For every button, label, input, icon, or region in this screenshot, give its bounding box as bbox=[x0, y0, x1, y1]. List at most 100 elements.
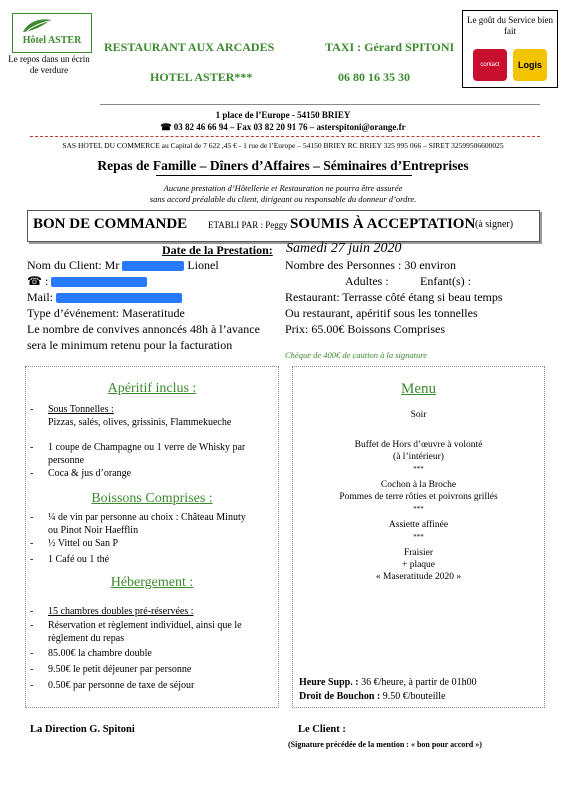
menu-box: Menu Soir Buffet de Hors d’œuvre à volon… bbox=[292, 366, 545, 708]
children-label: Enfant(s) : bbox=[420, 274, 471, 288]
list-item: - 0.50€ par personne de taxe de séjour bbox=[30, 680, 195, 691]
established-by: ETABLI PAR : Peggy bbox=[208, 220, 288, 230]
menu-line: (à l’intérieur) bbox=[393, 452, 444, 462]
logis-logo: Logis bbox=[513, 49, 547, 81]
alternative-location: Ou restaurant, apéritif sous les tonnell… bbox=[285, 306, 478, 320]
menu-separator: *** bbox=[413, 505, 424, 513]
menu-separator: *** bbox=[413, 533, 424, 541]
menu-line: Cochon à la Broche bbox=[380, 480, 457, 490]
contact-line: ☎ 03 82 46 66 94 – Fax 03 82 20 91 76 – … bbox=[160, 122, 406, 132]
number-of-people: Nombre des Personnes : 30 environ bbox=[285, 258, 456, 272]
date-label: Date de la Prestation: bbox=[162, 243, 273, 257]
notice-line-2: sans accord préalable du client, dirigea… bbox=[149, 194, 417, 204]
lodging-item: Réservation et règlement individuel, ain… bbox=[48, 620, 242, 644]
menu-line: Assiette affinée bbox=[388, 520, 449, 530]
date-value: Samedi 27 juin 2020 bbox=[286, 241, 402, 256]
menu-separator: *** bbox=[413, 465, 424, 473]
guests-note-1: Le nombre de convives annoncés 48h à l’a… bbox=[27, 322, 260, 336]
menu-title: Menu bbox=[401, 381, 436, 397]
menu-line: Fraisier bbox=[403, 548, 434, 558]
list-item: - 15 chambres doubles pré-réservées : bbox=[30, 606, 194, 617]
contact-logo: contact bbox=[473, 49, 507, 81]
order-title: BON DE COMMANDE bbox=[33, 216, 188, 232]
hotel-aster-logo: Hôtel ASTER bbox=[12, 13, 92, 53]
services-banner: Repas de Famille – Dîners d’Affaires – S… bbox=[97, 158, 469, 173]
client-name-label: Nom du Client: Mr bbox=[27, 258, 120, 272]
drinks-item: ½ Vittel ou San P bbox=[48, 538, 119, 549]
logo-name: Hôtel ASTER bbox=[22, 35, 82, 46]
aperitif-item-sub: Pizzas, salés, olives, grissinis, Flamme… bbox=[48, 417, 232, 428]
client-first-name: Lionel bbox=[187, 258, 219, 272]
redacted-phone bbox=[51, 277, 148, 288]
menu-line: + plaque bbox=[401, 560, 436, 570]
company-info: SAS HOTEL DU COMMERCE au Capital de 7 62… bbox=[62, 141, 504, 150]
lodging-item: 0.50€ par personne de taxe de séjour bbox=[48, 680, 195, 691]
menu-line: Pommes de terre rôties et poivrons grill… bbox=[339, 492, 498, 502]
lodging-item: 15 chambres doubles pré-réservées : bbox=[48, 606, 194, 617]
list-item: - ½ Vittel ou San P bbox=[30, 538, 119, 549]
aperitif-item-label: 1 coupe de Champagne ou 1 verre de Whisk… bbox=[48, 442, 246, 466]
drinks-title: Boissons Comprises : bbox=[91, 491, 213, 506]
list-item: - Coca & jus d’orange bbox=[30, 468, 132, 479]
deposit-note: Chèque de 400€ de caution à la signature bbox=[285, 350, 428, 360]
client-name-row: Nom du Client: Mr Lionel bbox=[27, 258, 219, 273]
menu-lines: Buffet de Hors d’œuvre à volonté (à l’in… bbox=[293, 439, 544, 583]
redacted-surname bbox=[122, 261, 185, 272]
price: Prix: 65.00€ Boissons Comprises bbox=[285, 322, 446, 336]
lodging-title: Hébergement : bbox=[110, 575, 194, 590]
aperitif-item-label: Sous Tonnelles : bbox=[48, 404, 114, 415]
header-rule bbox=[100, 104, 540, 105]
order-form-header: BON DE COMMANDE ETABLI PAR : Peggy SOUMI… bbox=[27, 210, 540, 242]
list-item: - Sous Tonnelles : Pizzas, salés, olives… bbox=[30, 403, 268, 429]
list-item: - 1 coupe de Champagne ou 1 verre de Whi… bbox=[30, 442, 246, 466]
corkage-label: Droit de Bouchon : bbox=[299, 691, 381, 702]
leaf-icon bbox=[23, 19, 51, 32]
list-item: - 1 Café ou 1 thé bbox=[30, 554, 110, 565]
lodging-item: 85.00€ la chambre double bbox=[48, 648, 152, 659]
extra-hour-value: 36 €/heure, à partir de 01h00 bbox=[361, 677, 477, 688]
client-mail-label: Mail: bbox=[27, 290, 53, 304]
menu-line: Buffet de Hors d’œuvre à volonté bbox=[354, 440, 483, 450]
badge-text: Le goût du Service bien fait bbox=[467, 15, 553, 36]
notice: Aucune prestation d’Hôtellerie et Restau… bbox=[0, 183, 566, 205]
corkage-row: Droit de Bouchon : 9.50 €/bouteille bbox=[299, 691, 446, 702]
service-badge: Le goût du Service bien fait contact Log… bbox=[462, 10, 558, 88]
client-mail-row: Mail: bbox=[27, 290, 182, 305]
taxi-name: TAXI : Gérard SPITONI bbox=[325, 40, 455, 54]
list-item: - ¼ de vin par personne au choix : Châte… bbox=[30, 512, 246, 536]
subject-to-acceptance: SOUMIS À ACCEPTATION bbox=[290, 216, 476, 232]
menu-soir: Soir bbox=[410, 410, 427, 420]
hotel-name: HOTEL ASTER*** bbox=[150, 70, 253, 84]
header-phone: 06 80 16 35 30 bbox=[338, 70, 410, 84]
adults-label: Adultes : bbox=[345, 274, 389, 288]
aperitif-item-label: Coca & jus d’orange bbox=[48, 468, 132, 479]
menu-line: « Maseratitude 2020 » bbox=[375, 572, 462, 582]
lodging-item: 9.50€ le petit déjeuner par personne bbox=[48, 664, 192, 675]
extra-hour-label: Heure Supp. : bbox=[299, 677, 359, 688]
inclusions-box: Apéritif inclus : - Sous Tonnelles : Piz… bbox=[25, 366, 279, 708]
extra-hour-row: Heure Supp. : 36 €/heure, à partir de 01… bbox=[299, 677, 477, 688]
to-sign-note: (à signer) bbox=[475, 219, 514, 230]
address-line: 1 place de l’Europe - 54150 BRIEY bbox=[215, 110, 351, 120]
client-phone-row: ☎ : bbox=[27, 274, 148, 289]
client-signature-label: Le Client : bbox=[298, 724, 346, 735]
banner-underline bbox=[156, 175, 412, 176]
dashed-rule bbox=[30, 136, 540, 137]
drinks-item: ¼ de vin par personne au choix : Château… bbox=[48, 512, 246, 536]
restaurant-location: Restaurant: Terrasse côté étang si beau … bbox=[285, 290, 503, 304]
notice-line-1: Aucune prestation d’Hôtellerie et Restau… bbox=[163, 183, 403, 193]
restaurant-name: RESTAURANT AUX ARCADES bbox=[104, 40, 275, 54]
guests-note-2: sera le minimum retenu pour la facturati… bbox=[27, 338, 233, 352]
aperitif-title: Apéritif inclus : bbox=[107, 381, 197, 396]
direction-signature: La Direction G. Spitoni bbox=[30, 724, 135, 735]
list-item: - 9.50€ le petit déjeuner par personne bbox=[30, 664, 192, 675]
redacted-mail bbox=[56, 293, 182, 304]
drinks-item: 1 Café ou 1 thé bbox=[48, 554, 110, 565]
logo-tagline: Le repos dans un écrin de verdure bbox=[8, 54, 90, 75]
corkage-value: 9.50 €/bouteille bbox=[382, 691, 446, 702]
client-phone-label: ☎ : bbox=[27, 274, 49, 288]
event-type: Type d’événement: Maseratitude bbox=[27, 306, 185, 320]
signature-note: (Signature précédée de la mention : « bo… bbox=[288, 740, 482, 749]
list-item: - Réservation et règlement individuel, a… bbox=[30, 620, 242, 644]
list-item: - 85.00€ la chambre double bbox=[30, 648, 152, 659]
